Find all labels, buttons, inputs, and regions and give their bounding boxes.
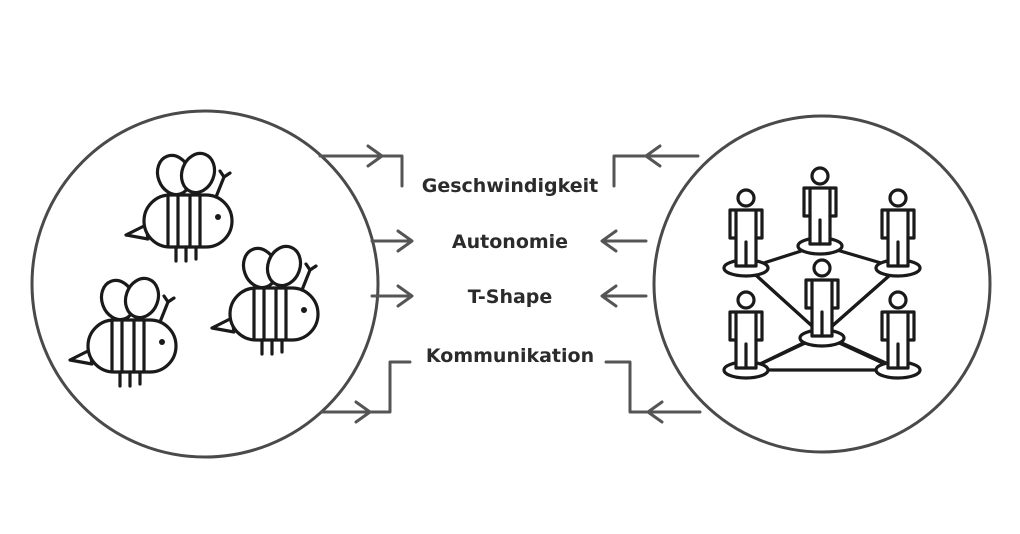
people-network-icon bbox=[722, 166, 922, 380]
label-tshape: T-Shape bbox=[468, 286, 553, 308]
bees-icon bbox=[68, 147, 320, 388]
label-autonomy: Autonomie bbox=[452, 231, 568, 253]
left-arrows bbox=[318, 144, 414, 424]
right-circle bbox=[652, 114, 992, 454]
label-communication: Kommunikation bbox=[426, 345, 594, 367]
right-arrows bbox=[600, 144, 702, 424]
label-speed: Geschwindigkeit bbox=[422, 175, 599, 197]
left-circle bbox=[30, 109, 380, 459]
